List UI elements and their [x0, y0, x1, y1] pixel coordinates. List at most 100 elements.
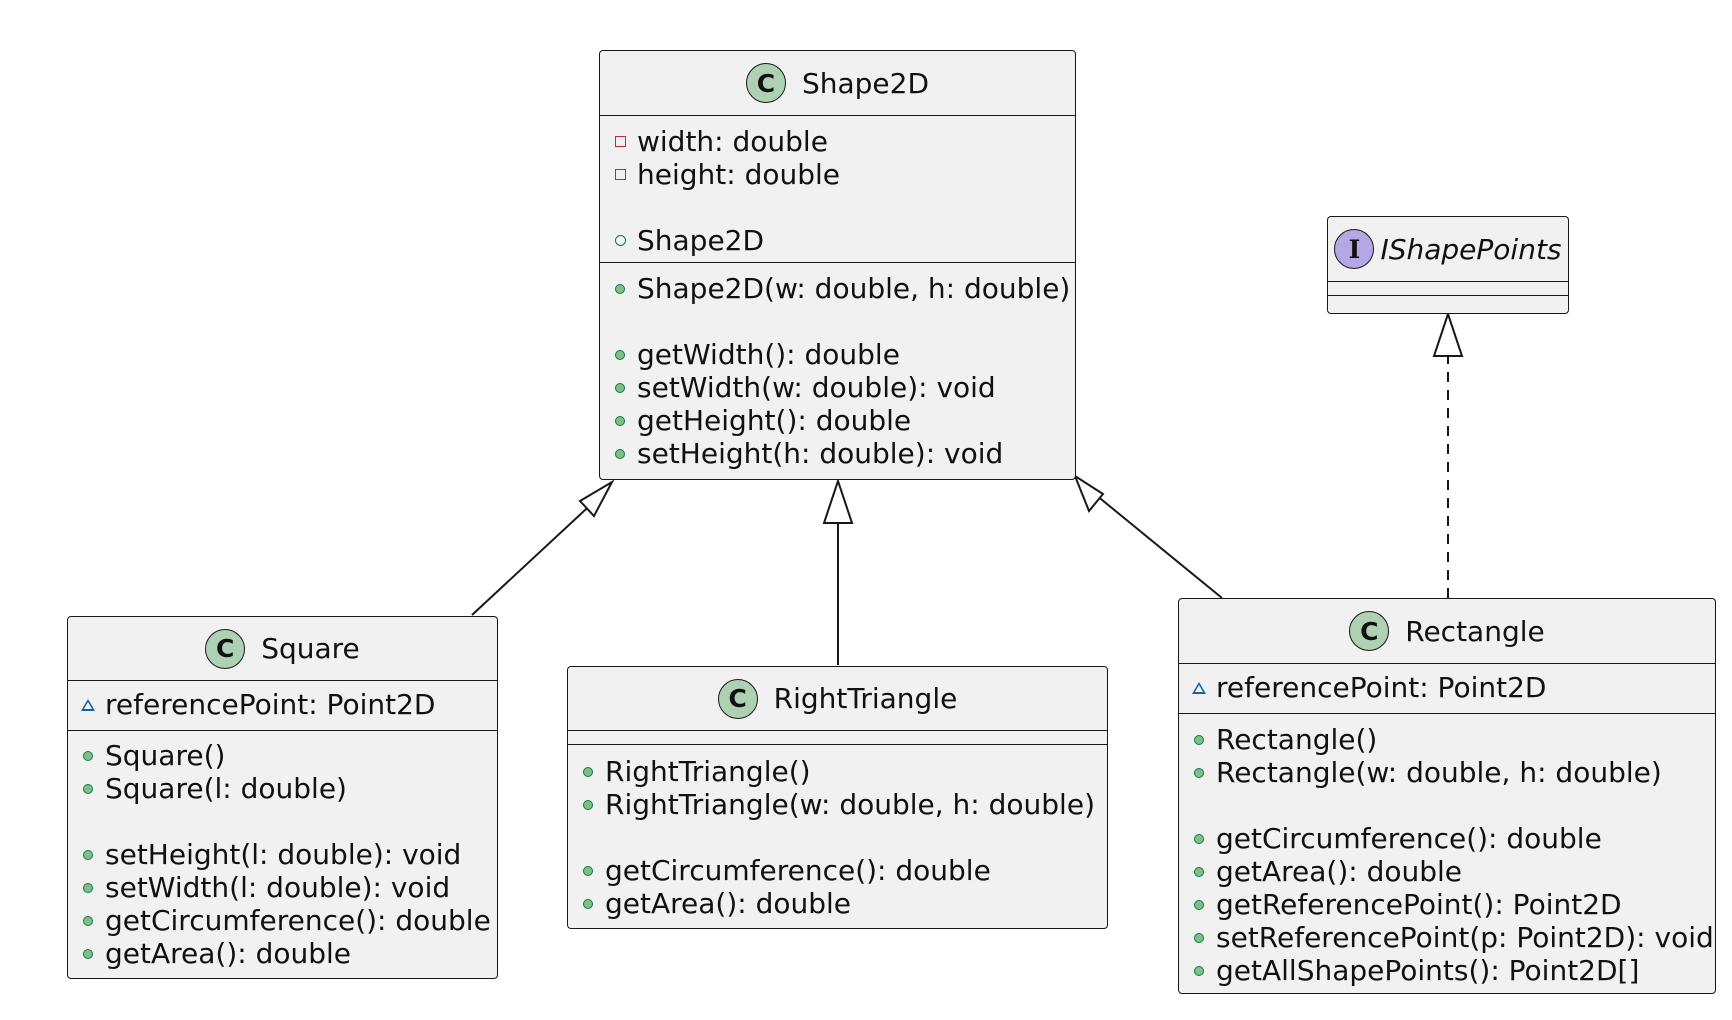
public-member-icon: [1191, 930, 1207, 946]
class-shape2d-name: Shape2D: [801, 66, 930, 100]
rectangle-implements-arrowhead: [1432, 310, 1464, 357]
public-member-icon: [580, 764, 596, 780]
member-text: setWidth(w: double): void: [637, 371, 996, 404]
public-member-icon: [1191, 897, 1207, 913]
class-rectangle[interactable]: C Rectangle referencePoint: Point2D Rect…: [1178, 598, 1716, 994]
class-method[interactable]: getArea(): double: [80, 937, 497, 970]
rectangle-extends-arrowhead: [1072, 473, 1105, 513]
class-method[interactable]: getCircumference(): double: [580, 854, 1107, 887]
square-extends-arrowhead: [578, 479, 615, 518]
public-member-icon: [612, 380, 628, 396]
public-member-icon: [80, 880, 96, 896]
member-text: Square(l: double): [105, 772, 347, 805]
class-shape2d-header: C Shape2D: [600, 51, 1075, 116]
member-text: Rectangle(): [1216, 723, 1378, 756]
public-member-icon: [580, 863, 596, 879]
class-method[interactable]: setHeight(l: double): void: [80, 838, 497, 871]
public-member-icon: [1191, 831, 1207, 847]
member-text: getAllShapePoints(): Point2D[]: [1216, 954, 1640, 987]
class-square-fields: referencePoint: Point2D: [68, 681, 497, 731]
public-member-icon: [1191, 864, 1207, 880]
interface-ishapepoints[interactable]: I IShapePoints: [1327, 216, 1569, 314]
class-method[interactable]: getHeight(): double: [612, 404, 1075, 437]
member-text: setWidth(l: double): void: [105, 871, 451, 904]
class-square-header: C Square: [68, 617, 497, 681]
member-text: referencePoint: Point2D: [105, 688, 436, 721]
member-text: getWidth(): double: [637, 338, 900, 371]
package-member-icon: [80, 697, 96, 713]
member-spacer: [612, 305, 1075, 338]
class-method[interactable]: getCircumference(): double: [1191, 822, 1715, 855]
public-member-icon: [612, 347, 628, 363]
member-text: getCircumference(): double: [105, 904, 491, 937]
square-extends-shape2d-edge: [471, 497, 599, 616]
private-member-icon: [612, 134, 628, 150]
class-c-icon: C: [1349, 611, 1390, 651]
member-text: getArea(): double: [1216, 855, 1463, 888]
class-field[interactable]: height: double: [612, 158, 1075, 191]
class-method[interactable]: setReferencePoint(p: Point2D): void: [1191, 921, 1715, 954]
member-text: setReferencePoint(p: Point2D): void: [1216, 921, 1714, 954]
member-text: setHeight(l: double): void: [105, 838, 462, 871]
member-text: getArea(): double: [105, 937, 352, 970]
class-method[interactable]: RightTriangle(w: double, h: double): [580, 788, 1107, 821]
rectangle-extends-shape2d-edge: [1095, 494, 1223, 599]
member-text: referencePoint: Point2D: [1216, 671, 1547, 704]
class-method[interactable]: setHeight(h: double): void: [612, 437, 1075, 470]
member-spacer: [80, 805, 497, 838]
member-text: height: double: [637, 158, 841, 191]
public-open-member-icon: [612, 233, 628, 249]
member-text: RightTriangle(w: double, h: double): [605, 788, 1095, 821]
public-member-icon: [580, 896, 596, 912]
public-member-icon: [1191, 963, 1207, 979]
class-method[interactable]: setWidth(w: double): void: [612, 371, 1075, 404]
class-rectangle-name: Rectangle: [1405, 614, 1545, 648]
class-c-icon: C: [205, 628, 246, 669]
class-method[interactable]: setWidth(l: double): void: [80, 871, 497, 904]
class-square[interactable]: C Square referencePoint: Point2D Square(…: [67, 616, 498, 979]
public-member-icon: [80, 847, 96, 863]
class-method[interactable]: getArea(): double: [580, 887, 1107, 920]
member-text: getCircumference(): double: [605, 854, 991, 887]
public-member-icon: [612, 446, 628, 462]
class-righttriangle-name: RightTriangle: [773, 682, 958, 715]
class-field[interactable]: referencePoint: Point2D: [80, 688, 497, 721]
class-method[interactable]: getReferencePoint(): Point2D: [1191, 888, 1715, 921]
interface-ishapepoints-header: I IShapePoints: [1328, 217, 1568, 282]
class-method[interactable]: getArea(): double: [1191, 855, 1715, 888]
interface-i-icon: I: [1334, 229, 1375, 269]
class-method[interactable]: Square(): [80, 739, 497, 772]
class-field[interactable]: width: double: [612, 125, 1075, 158]
public-member-icon: [580, 797, 596, 813]
class-method[interactable]: Shape2D(w: double, h: double): [612, 272, 1075, 305]
class-method[interactable]: RightTriangle(): [580, 755, 1107, 788]
class-c-icon: C: [745, 63, 786, 103]
member-text: Square(): [105, 739, 226, 772]
class-square-name: Square: [261, 632, 360, 665]
member-text: getReferencePoint(): Point2D: [1216, 888, 1622, 921]
class-righttriangle[interactable]: C RightTriangle RightTriangle()RightTria…: [567, 666, 1108, 929]
public-member-icon: [80, 913, 96, 929]
member-text: Rectangle(w: double, h: double): [1216, 756, 1662, 789]
class-field[interactable]: referencePoint: Point2D: [1191, 671, 1715, 704]
class-method[interactable]: getWidth(): double: [612, 338, 1075, 371]
package-member-icon: [1191, 680, 1207, 696]
public-member-icon: [80, 748, 96, 764]
class-method[interactable]: Rectangle(): [1191, 723, 1715, 756]
private-member-icon: [612, 167, 628, 183]
public-member-icon: [1191, 732, 1207, 748]
member-text: RightTriangle(): [605, 755, 811, 788]
class-method[interactable]: Rectangle(w: double, h: double): [1191, 756, 1715, 789]
class-field[interactable]: Shape2D: [612, 224, 1075, 257]
class-shape2d-methods: Shape2D(w: double, h: double) getWidth():…: [600, 263, 1075, 476]
class-method[interactable]: getAllShapePoints(): Point2D[]: [1191, 954, 1715, 987]
class-method[interactable]: getCircumference(): double: [80, 904, 497, 937]
class-righttriangle-methods: RightTriangle()RightTriangle(w: double, …: [568, 745, 1107, 926]
class-square-methods: Square()Square(l: double) setHeight(l: do…: [68, 731, 497, 976]
class-method[interactable]: Square(l: double): [80, 772, 497, 805]
class-c-icon: C: [717, 678, 758, 719]
public-member-icon: [80, 946, 96, 962]
